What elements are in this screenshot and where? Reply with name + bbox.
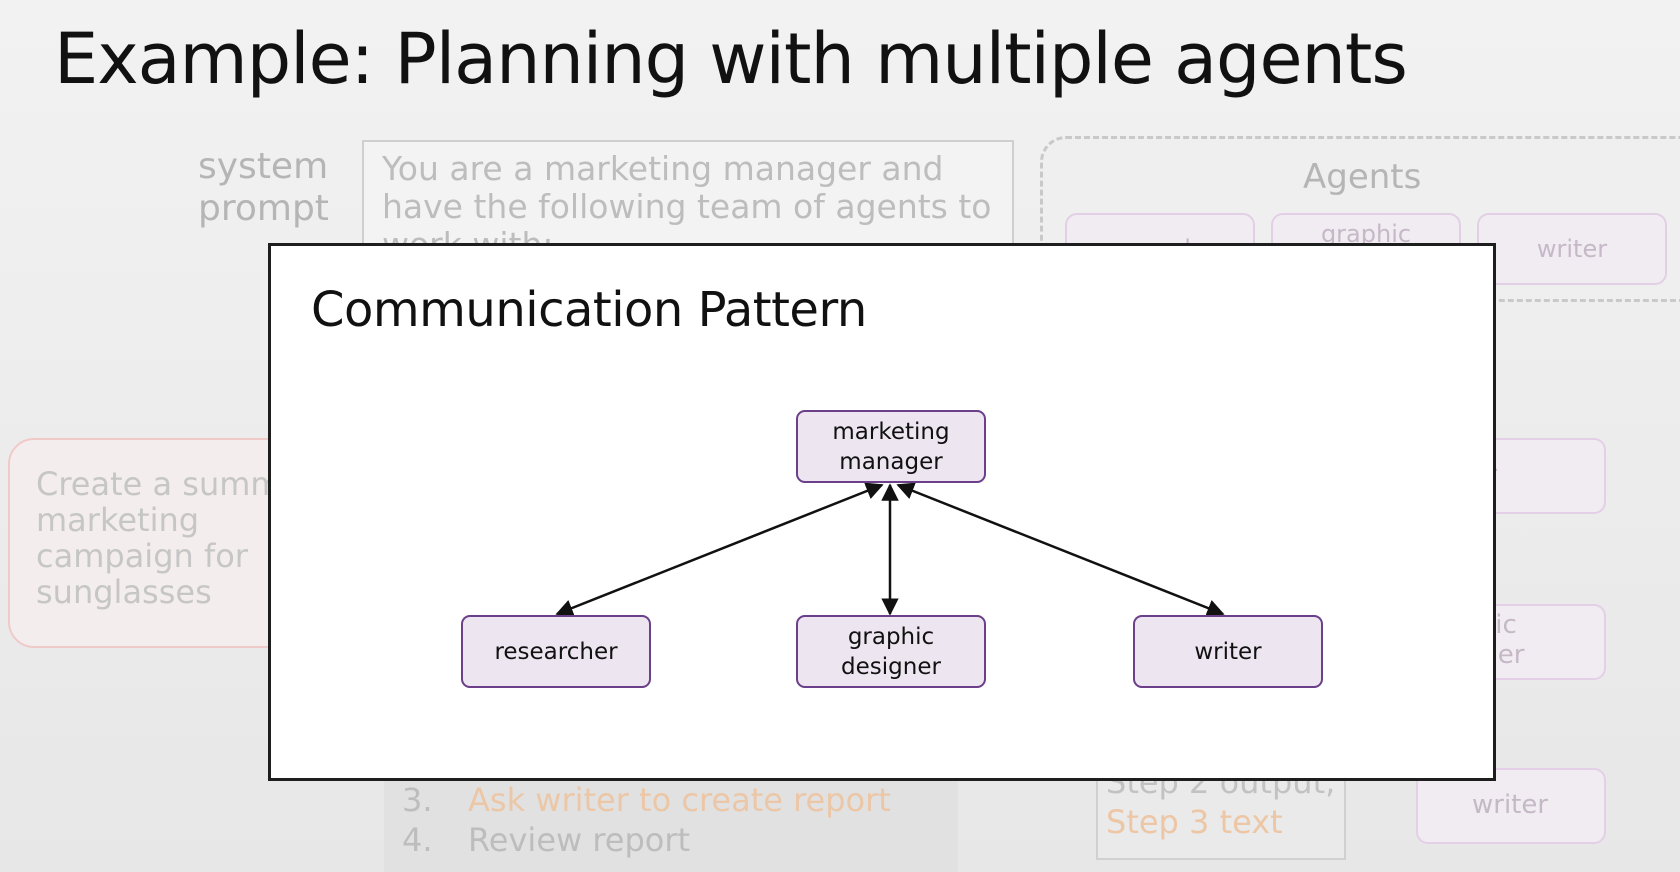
node-marketing-manager: marketing manager <box>796 410 986 483</box>
communication-diagram <box>555 482 1225 617</box>
step-output-box: Step 2 output, Step 3 text <box>1096 770 1346 860</box>
plan-step: 3.Ask writer to create report <box>402 781 891 819</box>
popup-title: Communication Pattern <box>311 282 867 338</box>
node-researcher: researcher <box>461 615 651 688</box>
agent-chip-writer: writer <box>1477 213 1667 285</box>
agents-title: Agents <box>1303 157 1422 197</box>
plan-list: 3.Ask writer to create report 4.Review r… <box>402 780 891 860</box>
plan-step: 4.Review report <box>402 821 691 859</box>
node-graphic-designer: graphic designer <box>796 615 986 688</box>
slide-title: Example: Planning with multiple agents <box>54 18 1408 100</box>
right-chip-writer: writer <box>1416 768 1606 844</box>
system-prompt-box: You are a marketing manager and have the… <box>362 140 1014 254</box>
communication-pattern-popup: Communication Pattern marketing manager … <box>268 243 1496 781</box>
arrow-manager-researcher <box>555 482 884 617</box>
node-writer: writer <box>1133 615 1323 688</box>
arrow-manager-writer <box>896 482 1225 617</box>
system-prompt-label: system prompt <box>198 146 329 229</box>
system-prompt-text: You are a marketing manager and have the… <box>382 149 992 254</box>
